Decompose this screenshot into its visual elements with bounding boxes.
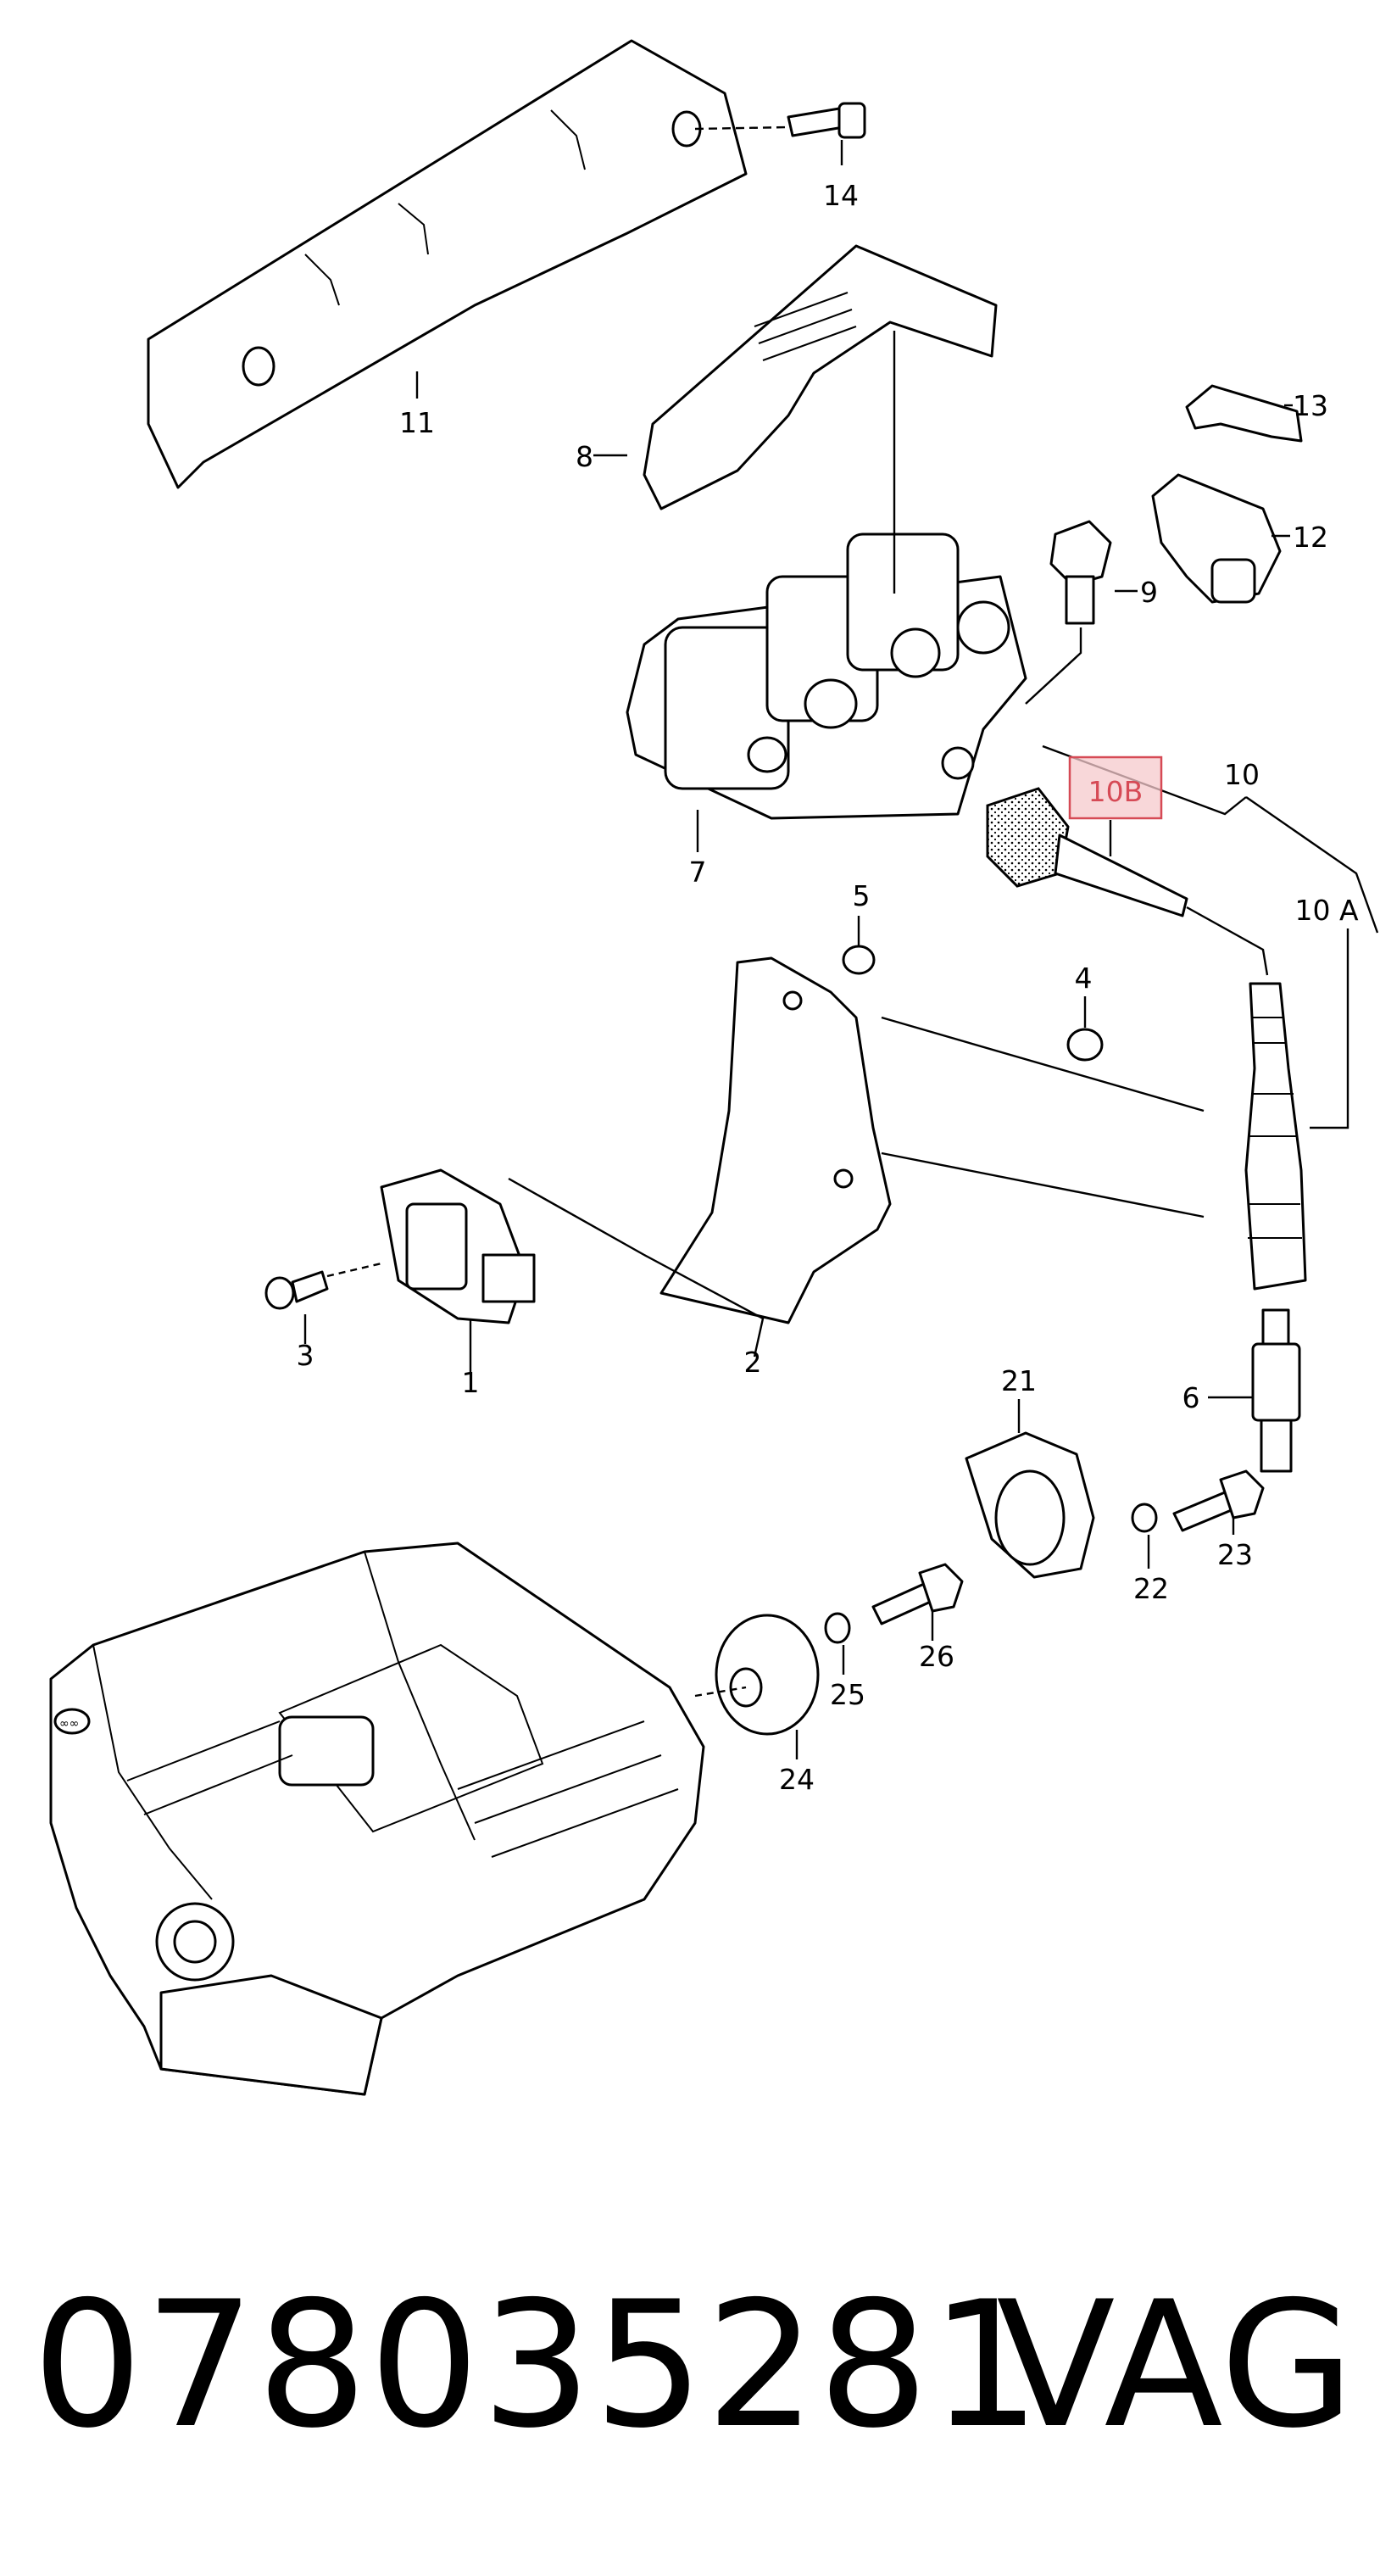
bracket-part-2[interactable] xyxy=(508,956,1205,1358)
spark-plug-connector-part-10a[interactable] xyxy=(1244,982,1307,1291)
callout-10b: 10B xyxy=(1088,775,1144,808)
coil-cover-part-8[interactable] xyxy=(643,244,998,510)
washer-part-22[interactable] xyxy=(1131,1503,1158,1569)
callout-8: 8 xyxy=(576,440,593,473)
callout-21: 21 xyxy=(1001,1364,1037,1397)
callout-22: 22 xyxy=(1133,1572,1169,1605)
exploded-parts-diagram: ∞∞ 1 2 3 4 5 6 7 8 9 10 10 A 10B 11 12 1… xyxy=(49,39,1379,2096)
callout-23: 23 xyxy=(1217,1538,1253,1571)
nut-part-5[interactable] xyxy=(842,916,876,975)
clip-part-13[interactable] xyxy=(1185,384,1303,443)
caption-bar: 078035281 VAG xyxy=(32,2272,1355,2459)
bolt-part-26[interactable] xyxy=(871,1563,964,1641)
ignition-coil-part-7[interactable] xyxy=(626,331,1027,820)
ignition-module-part-1[interactable] xyxy=(380,1168,536,1374)
callout-7: 7 xyxy=(689,856,707,889)
bolt-part-23[interactable] xyxy=(1172,1469,1265,1535)
callout-1: 1 xyxy=(462,1366,480,1399)
callout-10: 10 xyxy=(1224,758,1260,791)
washer-part-25[interactable] xyxy=(824,1612,851,1675)
bolt-part-9[interactable] xyxy=(1025,520,1112,705)
sensor-ring-part-21[interactable] xyxy=(965,1399,1095,1579)
part-number: 078035281 xyxy=(32,2265,1043,2467)
callout-10a: 10 A xyxy=(1294,894,1358,927)
ignition-lead-boot-part-10b[interactable] xyxy=(986,787,1269,976)
callout-2: 2 xyxy=(744,1346,762,1379)
callout-labels: 1 2 3 4 5 6 7 8 9 10 10 A 10B 11 12 13 1… xyxy=(297,179,1359,1796)
callout-11: 11 xyxy=(399,406,435,439)
callout-24: 24 xyxy=(779,1763,815,1796)
brand-name: VAG xyxy=(996,2265,1355,2467)
callout-3: 3 xyxy=(297,1339,314,1372)
engine-assembly-illustration: ∞∞ xyxy=(49,1542,705,2096)
spark-plug-part-6[interactable] xyxy=(1208,1308,1301,1473)
callout-4: 4 xyxy=(1075,962,1093,995)
callout-5: 5 xyxy=(853,879,871,912)
callout-6: 6 xyxy=(1182,1381,1200,1414)
callout-13: 13 xyxy=(1293,389,1328,422)
callout-10b-highlight xyxy=(1068,756,1163,820)
callout-14: 14 xyxy=(823,179,859,212)
pulley-part-24[interactable] xyxy=(694,1614,820,1759)
nut-part-4[interactable] xyxy=(1066,996,1104,1062)
screw-part-3[interactable] xyxy=(264,1262,382,1344)
engine-brand-rings: ∞∞ xyxy=(59,1717,79,1731)
callout-25: 25 xyxy=(830,1678,865,1711)
leader-lines xyxy=(415,140,1349,1129)
bolt-part-14[interactable] xyxy=(694,102,866,139)
callout-26: 26 xyxy=(919,1640,954,1673)
callout-12: 12 xyxy=(1293,521,1328,554)
callout-9: 9 xyxy=(1140,576,1158,609)
connector-part-12[interactable] xyxy=(1151,473,1282,604)
